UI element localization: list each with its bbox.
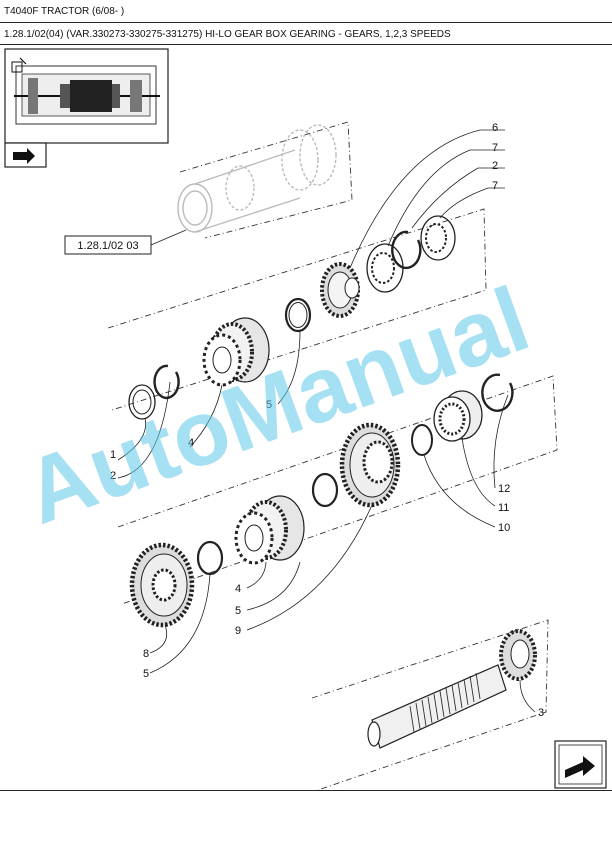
callout-5: 5 (235, 605, 241, 617)
callout-3: 3 (538, 707, 544, 719)
snap-ring-2 (391, 230, 422, 270)
callout-12: 12 (498, 483, 510, 495)
callout-2: 2 (492, 160, 498, 172)
gear-9 (339, 422, 401, 508)
assembly-outline (107, 121, 558, 791)
reference-leader (150, 229, 187, 246)
housing-ghost (177, 124, 337, 233)
snap-ring-2 (153, 364, 180, 400)
callout-1: 1 (110, 449, 116, 461)
reference-label: 1.28.1/02 03 (77, 240, 138, 252)
callout-7: 7 (492, 180, 498, 192)
header-divider (0, 44, 612, 45)
shaft-3 (367, 629, 537, 749)
synchronizer-4 (202, 317, 270, 387)
callout-leaders (117, 129, 536, 713)
shim-7 (366, 243, 404, 293)
callout-7: 7 (492, 142, 498, 154)
callout-5: 5 (266, 399, 272, 411)
snap-ring-5 (311, 472, 339, 508)
synchronizer-4 (234, 495, 305, 565)
gear-8 (129, 542, 195, 628)
callout-9: 9 (235, 625, 241, 637)
washer-1 (128, 384, 156, 420)
callout-6: 6 (492, 122, 498, 134)
next-page-arrow-icon[interactable] (554, 740, 607, 789)
page-subtitle: 1.28.1/02(04) (VAR.330273-330275-331275)… (4, 29, 451, 40)
footer-divider (0, 790, 612, 791)
page-title: T4040F TRACTOR (6/08- ) (4, 6, 125, 17)
snap-ring-5 (284, 297, 312, 333)
callout-4: 4 (235, 583, 241, 595)
gearbox-section-thumbnail-icon[interactable] (4, 48, 169, 144)
snap-ring-5 (196, 540, 224, 576)
callout-5: 5 (143, 668, 149, 680)
callout-11: 11 (498, 502, 509, 514)
callout-4: 4 (188, 437, 194, 449)
gear-6 (320, 262, 360, 318)
washer-10 (411, 424, 433, 456)
shim-7 (420, 215, 456, 261)
previous-page-arrow-icon[interactable] (4, 142, 47, 168)
callout-10: 10 (498, 522, 510, 534)
snap-ring-12 (481, 373, 514, 412)
callout-2: 2 (110, 470, 116, 482)
header-divider (0, 22, 612, 23)
bearing-11 (433, 390, 483, 442)
callout-8: 8 (143, 648, 149, 660)
